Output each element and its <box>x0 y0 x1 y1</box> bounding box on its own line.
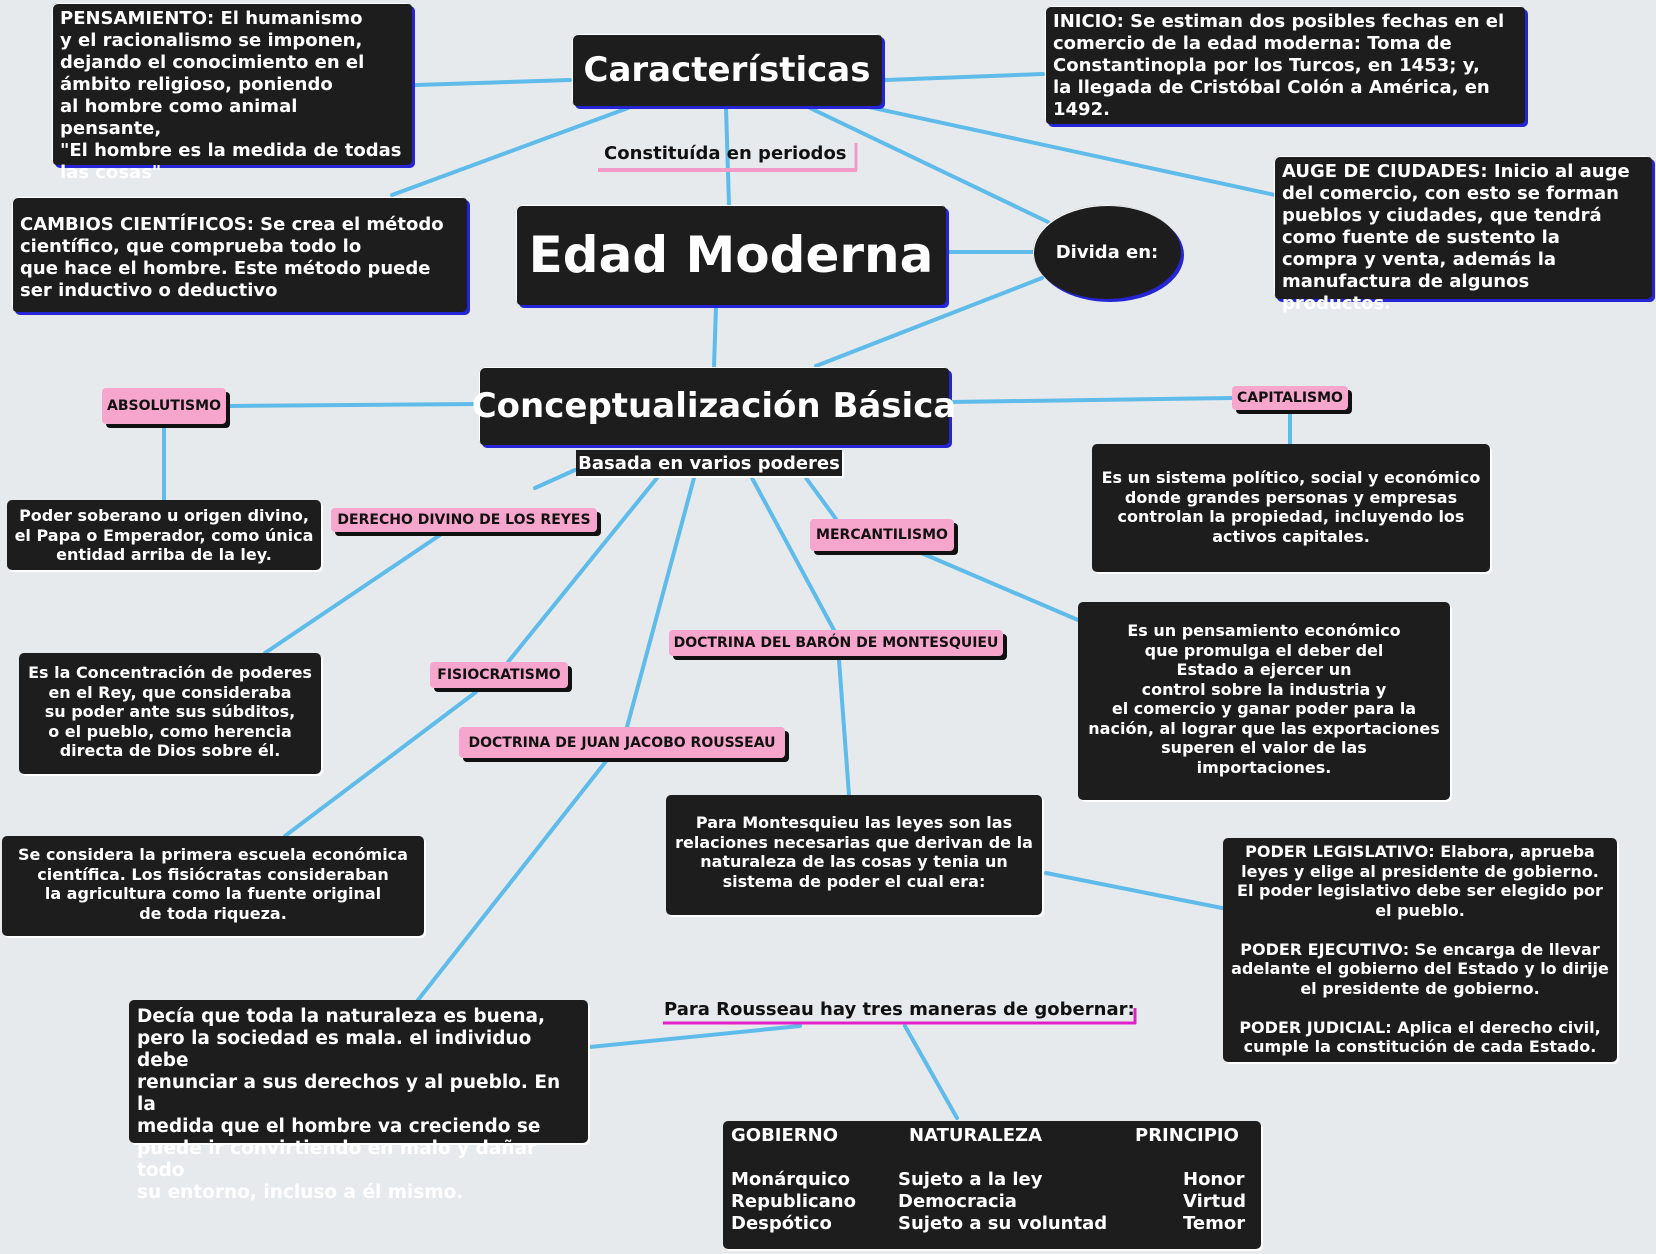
table-header-principio: PRINCIPIO <box>1135 1125 1239 1146</box>
link-caracteristicas-auge <box>853 102 1277 197</box>
link-caracteristicas-cambios <box>390 106 630 197</box>
link-mercantilismo-desc <box>917 550 1080 622</box>
link-basada-mercantilismo <box>804 476 838 521</box>
inicio-box[interactable]: INICIO: Se estiman dos posibles fechas e… <box>1045 6 1525 124</box>
capitalismo-tag[interactable]: CAPITALISMO <box>1232 386 1348 410</box>
table-col-naturaleza: Sujeto a la ley Democracia Sujeto a su v… <box>898 1169 1108 1234</box>
basada-label: Basada en varios poderes <box>578 452 840 474</box>
link-rousseau-desc <box>416 758 609 1002</box>
absolutismo-desc[interactable]: Poder soberano u origen divino, el Papa … <box>7 500 321 570</box>
mercantilismo-tag[interactable]: MERCANTILISMO <box>810 519 954 551</box>
table-header-naturaleza: NATURALEZA <box>909 1125 1043 1146</box>
link-caracteristicas-edad <box>724 106 731 207</box>
caracteristicas-node[interactable]: Características <box>572 34 882 106</box>
conceptualizacion-label: Conceptualización Básica <box>471 386 957 426</box>
rousseau-tag[interactable]: DOCTRINA DE JUAN JACOBO ROUSSEAU <box>459 727 785 758</box>
link-edad-concept <box>712 304 718 369</box>
derecho-divino-desc[interactable]: Es la Concentración de poderes en el Rey… <box>19 653 321 774</box>
pensamiento-box[interactable]: PENSAMIENTO: El humanismo y el racionali… <box>52 3 412 183</box>
gobierno-table: GOBIERNO NATURALEZA PRINCIPIO Monárquico… <box>723 1121 1261 1249</box>
link-concept-capitalismo <box>949 396 1234 404</box>
link-caracteristicas-inicio <box>883 72 1045 82</box>
absolutismo-tag[interactable]: ABSOLUTISMO <box>102 388 226 424</box>
link-divida-concept <box>814 276 1044 368</box>
basada-node[interactable]: Basada en varios poderes <box>576 450 842 476</box>
conceptualizacion-node[interactable]: Conceptualización Básica <box>472 367 956 445</box>
link-fisio-desc <box>283 690 478 838</box>
auge-box[interactable]: AUGE DE CIUDADES: Inicio al auge del com… <box>1274 156 1652 314</box>
link-basada-derecho <box>533 468 577 490</box>
edad-moderna-node[interactable]: Edad Moderna <box>516 205 946 305</box>
link-caracteristicas-divida <box>808 106 1050 224</box>
table-header-gobierno: GOBIERNO <box>731 1125 839 1146</box>
montesquieu-desc[interactable]: Para Montesquieu las leyes son las relac… <box>666 795 1042 915</box>
table-col-principio: Honor Virtud Temor <box>1183 1169 1246 1234</box>
link-rousseaudesc-label <box>588 1024 802 1049</box>
fisiocratismo-tag[interactable]: FISIOCRATISMO <box>430 662 568 688</box>
link-basada-fisio <box>506 476 659 664</box>
link-derecho-desc <box>263 533 442 655</box>
derecho-divino-tag[interactable]: DERECHO DIVINO DE LOS REYES <box>331 508 597 532</box>
link-basada-montesquieu <box>750 476 837 634</box>
link-label-table <box>903 1024 959 1120</box>
cambios-box[interactable]: CAMBIOS CIENTÍFICOS: Se crea el método c… <box>12 197 467 312</box>
divida-label: Divida en: <box>1055 241 1159 263</box>
constituida-label: Constituída en periodos <box>604 143 847 164</box>
table-col-gobierno: Monárquico Republicano Despótico <box>731 1169 856 1234</box>
montesquieu-tag[interactable]: DOCTRINA DEL BARÓN DE MONTESQUIEU <box>669 630 1003 656</box>
caracteristicas-label: Características <box>583 50 871 90</box>
edad-moderna-label: Edad Moderna <box>528 226 934 284</box>
mercantilismo-desc[interactable]: Es un pensamiento económico que promulga… <box>1078 602 1450 800</box>
fisiocratismo-desc[interactable]: Se considera la primera escuela económic… <box>2 836 424 936</box>
capitalismo-desc[interactable]: Es un sistema político, social y económi… <box>1092 444 1490 572</box>
link-montesquieu-poderes <box>1044 871 1224 910</box>
link-basada-rousseau <box>625 476 696 729</box>
link-caracteristicas-pensamiento <box>414 78 572 87</box>
poderes-desc[interactable]: PODER LEGISLATIVO: Elabora, aprueba leye… <box>1223 838 1617 1062</box>
link-montesquieu-desc <box>837 658 851 797</box>
rousseau-desc[interactable]: Decía que toda la naturaleza es buena, p… <box>129 1000 588 1203</box>
divida-node[interactable]: Divida en: <box>1033 205 1181 299</box>
rousseau-gobernar-label: Para Rousseau hay tres maneras de gobern… <box>664 999 1135 1020</box>
link-concept-absolutismo <box>227 402 481 408</box>
